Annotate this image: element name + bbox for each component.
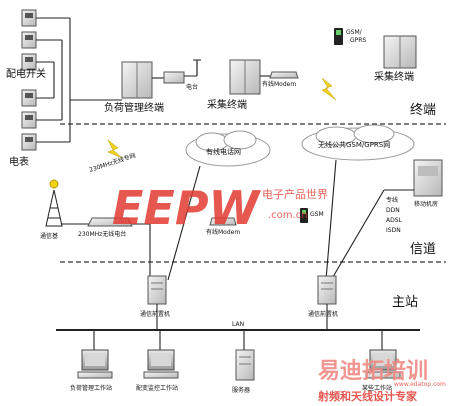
gsm-phone-icon-mid (300, 208, 308, 223)
zone-label-master: 主站 (392, 295, 418, 310)
meter-device-2 (21, 31, 37, 49)
gsm-phone-icon (334, 28, 343, 45)
watermark-rf-logo: 易迪拓培训 (318, 358, 428, 384)
zone-label-channel: 信道 (410, 242, 436, 257)
label-other-workstation: 某些工作站 (362, 384, 392, 392)
label-relay-station: 通信基 (40, 232, 58, 240)
label-station-radio: 电台 (186, 83, 198, 91)
load-workstation (77, 349, 113, 379)
meter-device-4 (21, 89, 37, 107)
mobile-room-cabinet (413, 159, 443, 197)
cloud-wired-phone-net (185, 130, 271, 167)
label-load-terminal: 负荷管理终端 (104, 101, 164, 114)
watermark-rf-url: www.edatop.com (394, 381, 446, 388)
label-load-workstation: 负荷管理工作站 (70, 384, 112, 392)
label-wired-phone-net: 有线电话网 (206, 147, 241, 156)
label-dispatch-workstation: 配变监控工作站 (136, 384, 178, 392)
label-switch: 配电开关 (6, 67, 46, 80)
label-server: 服务器 (232, 386, 250, 394)
label-gsm-gprs: GSM/GPRS (346, 29, 366, 44)
lightning-icon-left (107, 139, 123, 159)
watermark-eepw: EEPW (112, 181, 262, 235)
label-cable-modem-top: 有线Modem (262, 80, 296, 88)
modem-device-top (269, 71, 299, 79)
label-dedicated-line: 专线 (386, 196, 398, 204)
label-collect-terminal-1: 采集终端 (207, 98, 247, 111)
label-gsm: GSM (310, 211, 324, 218)
label-wireless-gsm-net: 无线公共GSM/GPRS网 (318, 140, 390, 149)
meter-column (21, 9, 122, 151)
label-isdn: ISDN (386, 227, 401, 234)
zone-label-terminal: 终端 (410, 102, 436, 118)
comm-server-1 (147, 275, 167, 305)
watermark-rf-cn: 射频和天线设计专家 (317, 389, 418, 403)
cloud-wireless-gsm-net (301, 124, 415, 161)
label-collect-terminal-2: 采集终端 (374, 70, 414, 83)
other-workstation (365, 349, 401, 379)
antenna-icon (184, 59, 201, 77)
label-adsl: ADSL (386, 217, 403, 224)
comm-server-2 (317, 275, 337, 305)
meter-device-5 (21, 111, 37, 129)
dispatch-workstation (143, 349, 179, 379)
watermark-eepw-url: .com.cn (268, 210, 308, 221)
label-lan: LAN (232, 321, 244, 328)
label-mobile-room: 移动机房 (414, 200, 438, 208)
station-radio-device (163, 71, 185, 84)
collect-terminal-cabinet-2 (383, 35, 417, 69)
server-cabinet (235, 349, 255, 381)
collect-terminal-cabinet-1 (229, 59, 261, 95)
label-comm-server-2: 通信前置机 (308, 310, 338, 318)
meter-device-1 (21, 9, 37, 27)
radio-230-device (87, 217, 133, 227)
lightning-icon-top (321, 77, 337, 101)
label-ddn: DDN (386, 207, 400, 214)
meter-device-3 (21, 53, 37, 71)
label-cable-modem-mid: 有线Modem (206, 228, 240, 236)
label-meter: 电表 (9, 155, 29, 168)
load-terminal-cabinet (121, 61, 153, 99)
label-radio-private: 230MHz无线专网 (88, 151, 136, 174)
meter-device-6 (21, 133, 37, 151)
watermark-eepw-cn: 电子产品世界 (262, 187, 328, 201)
modem-device-mid (209, 217, 237, 226)
label-radio-230: 230MHz无线电台 (78, 230, 126, 238)
label-comm-server-1: 通信前置机 (140, 310, 170, 318)
tower-icon (45, 179, 63, 227)
